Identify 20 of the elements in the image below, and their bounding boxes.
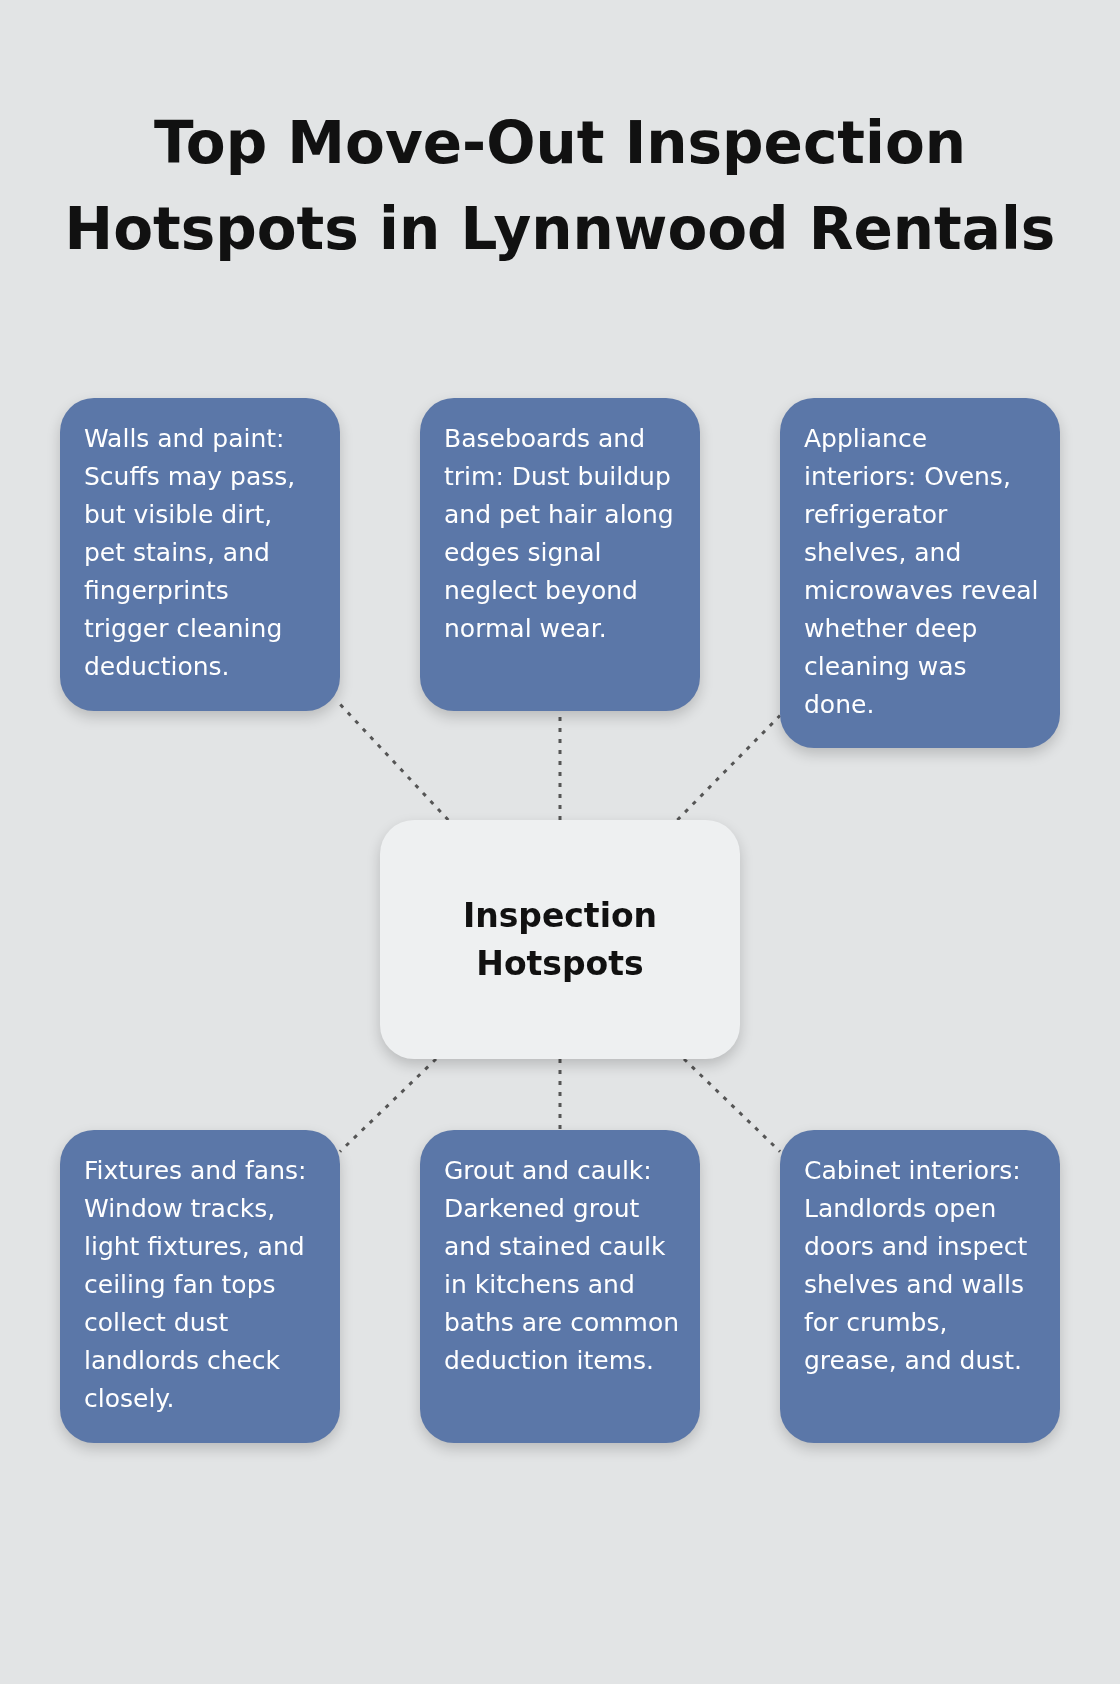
hotspot-card: [420, 398, 700, 711]
title: Top Move-Out Inspection Hotspots in Lynnwood Rentals: [63, 108, 1057, 265]
dotted-connector: [338, 1057, 438, 1153]
hotspot-card: [60, 398, 340, 711]
card-text: Fixtures and fans: Window tracks, light fixtures, and ceiling fan tops collect dust landlords check closely.: [84, 1155, 308, 1415]
dotted-connector: [558, 1059, 562, 1130]
dotted-connector: [682, 1057, 782, 1153]
card-text: Baseboards and trim: Dust buildup and pet hair along edges signal neglect beyond normal wear.: [444, 423, 675, 645]
dotted-connector: [676, 714, 782, 822]
hotspot-card: [780, 398, 1060, 748]
card-text: Inspection Hotspots: [461, 894, 659, 985]
dotted-connector: [338, 703, 450, 822]
hotspot-card: [780, 1130, 1060, 1443]
card-text: Cabinet interiors: Landlords open doors and inspect shelves and walls for crumbs, grease, and dust.: [804, 1155, 1029, 1377]
hub-box: [380, 820, 740, 1059]
hotspot-card: [420, 1130, 700, 1443]
card-text: Grout and caulk: Darkened grout and stained caulk in kitchens and baths are common deduction items.: [444, 1155, 680, 1377]
card-text: Walls and paint: Scuffs may pass, but visible dirt, pet stains, and fingerprints trigger cleaning deductions.: [84, 423, 297, 683]
hotspot-card: [60, 1130, 340, 1443]
card-text: Appliance interiors: Ovens, refrigerator shelves, and microwaves reveal whether deep cleaning was done.: [804, 423, 1040, 721]
